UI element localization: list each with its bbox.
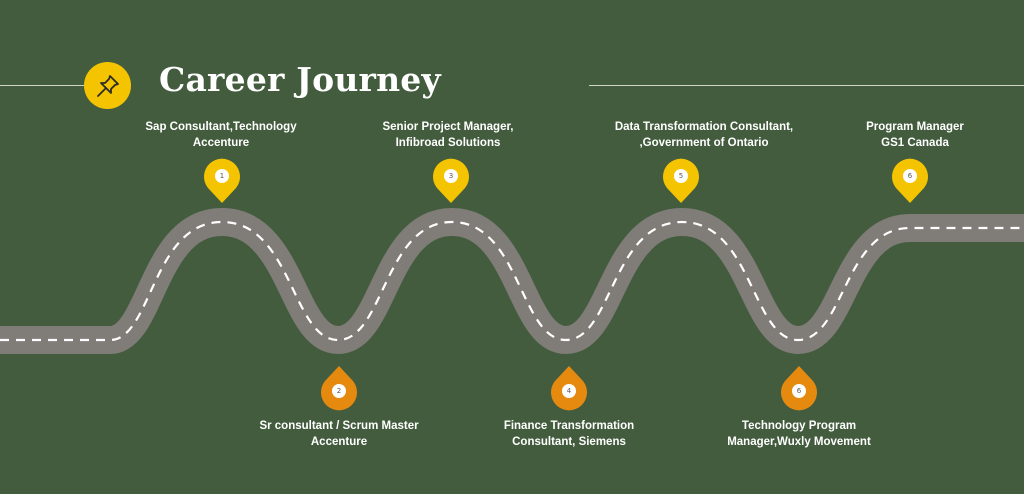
milestone-pin-1: 1 [203,158,241,204]
milestone-pin-5: 5 [662,158,700,204]
milestone-pin-3: 3 [432,158,470,204]
road-center-line [0,220,1024,342]
milestone-number-2: 2 [332,384,346,398]
milestone-label-4: Finance Transformation Consultant, Sieme… [503,420,635,448]
title-badge [84,62,131,109]
milestone-number-1: 1 [215,169,229,183]
milestone-pin-7: 6 [891,158,929,204]
road-surface [0,208,1024,354]
milestone-pin-6: 6 [780,365,818,411]
milestone-number-3: 3 [444,169,458,183]
milestone-label-5: Data Transformation Consultant, ,Governm… [614,121,794,149]
milestone-label-7: Program Manager GS1 Canada [866,121,964,149]
milestone-number-4: 4 [562,384,576,398]
milestone-number-7: 6 [903,169,917,183]
milestone-label-2: Sr consultant / Scrum Master Accenture [259,420,419,448]
milestone-number-6: 6 [792,384,806,398]
header-rule-left [0,85,84,86]
header-rule-right [589,85,1024,86]
milestone-label-3: Senior Project Manager, Infibroad Soluti… [382,121,514,149]
milestone-pin-2: 2 [320,365,358,411]
milestone-label-6: Technology Program Manager,Wuxly Movemen… [727,420,871,448]
page-title: Career Journey [159,60,441,99]
milestone-label-1: Sap Consultant,Technology Accenture [145,121,297,149]
milestone-number-5: 5 [674,169,688,183]
pushpin-icon [96,74,119,97]
milestone-pin-4: 4 [550,365,588,411]
